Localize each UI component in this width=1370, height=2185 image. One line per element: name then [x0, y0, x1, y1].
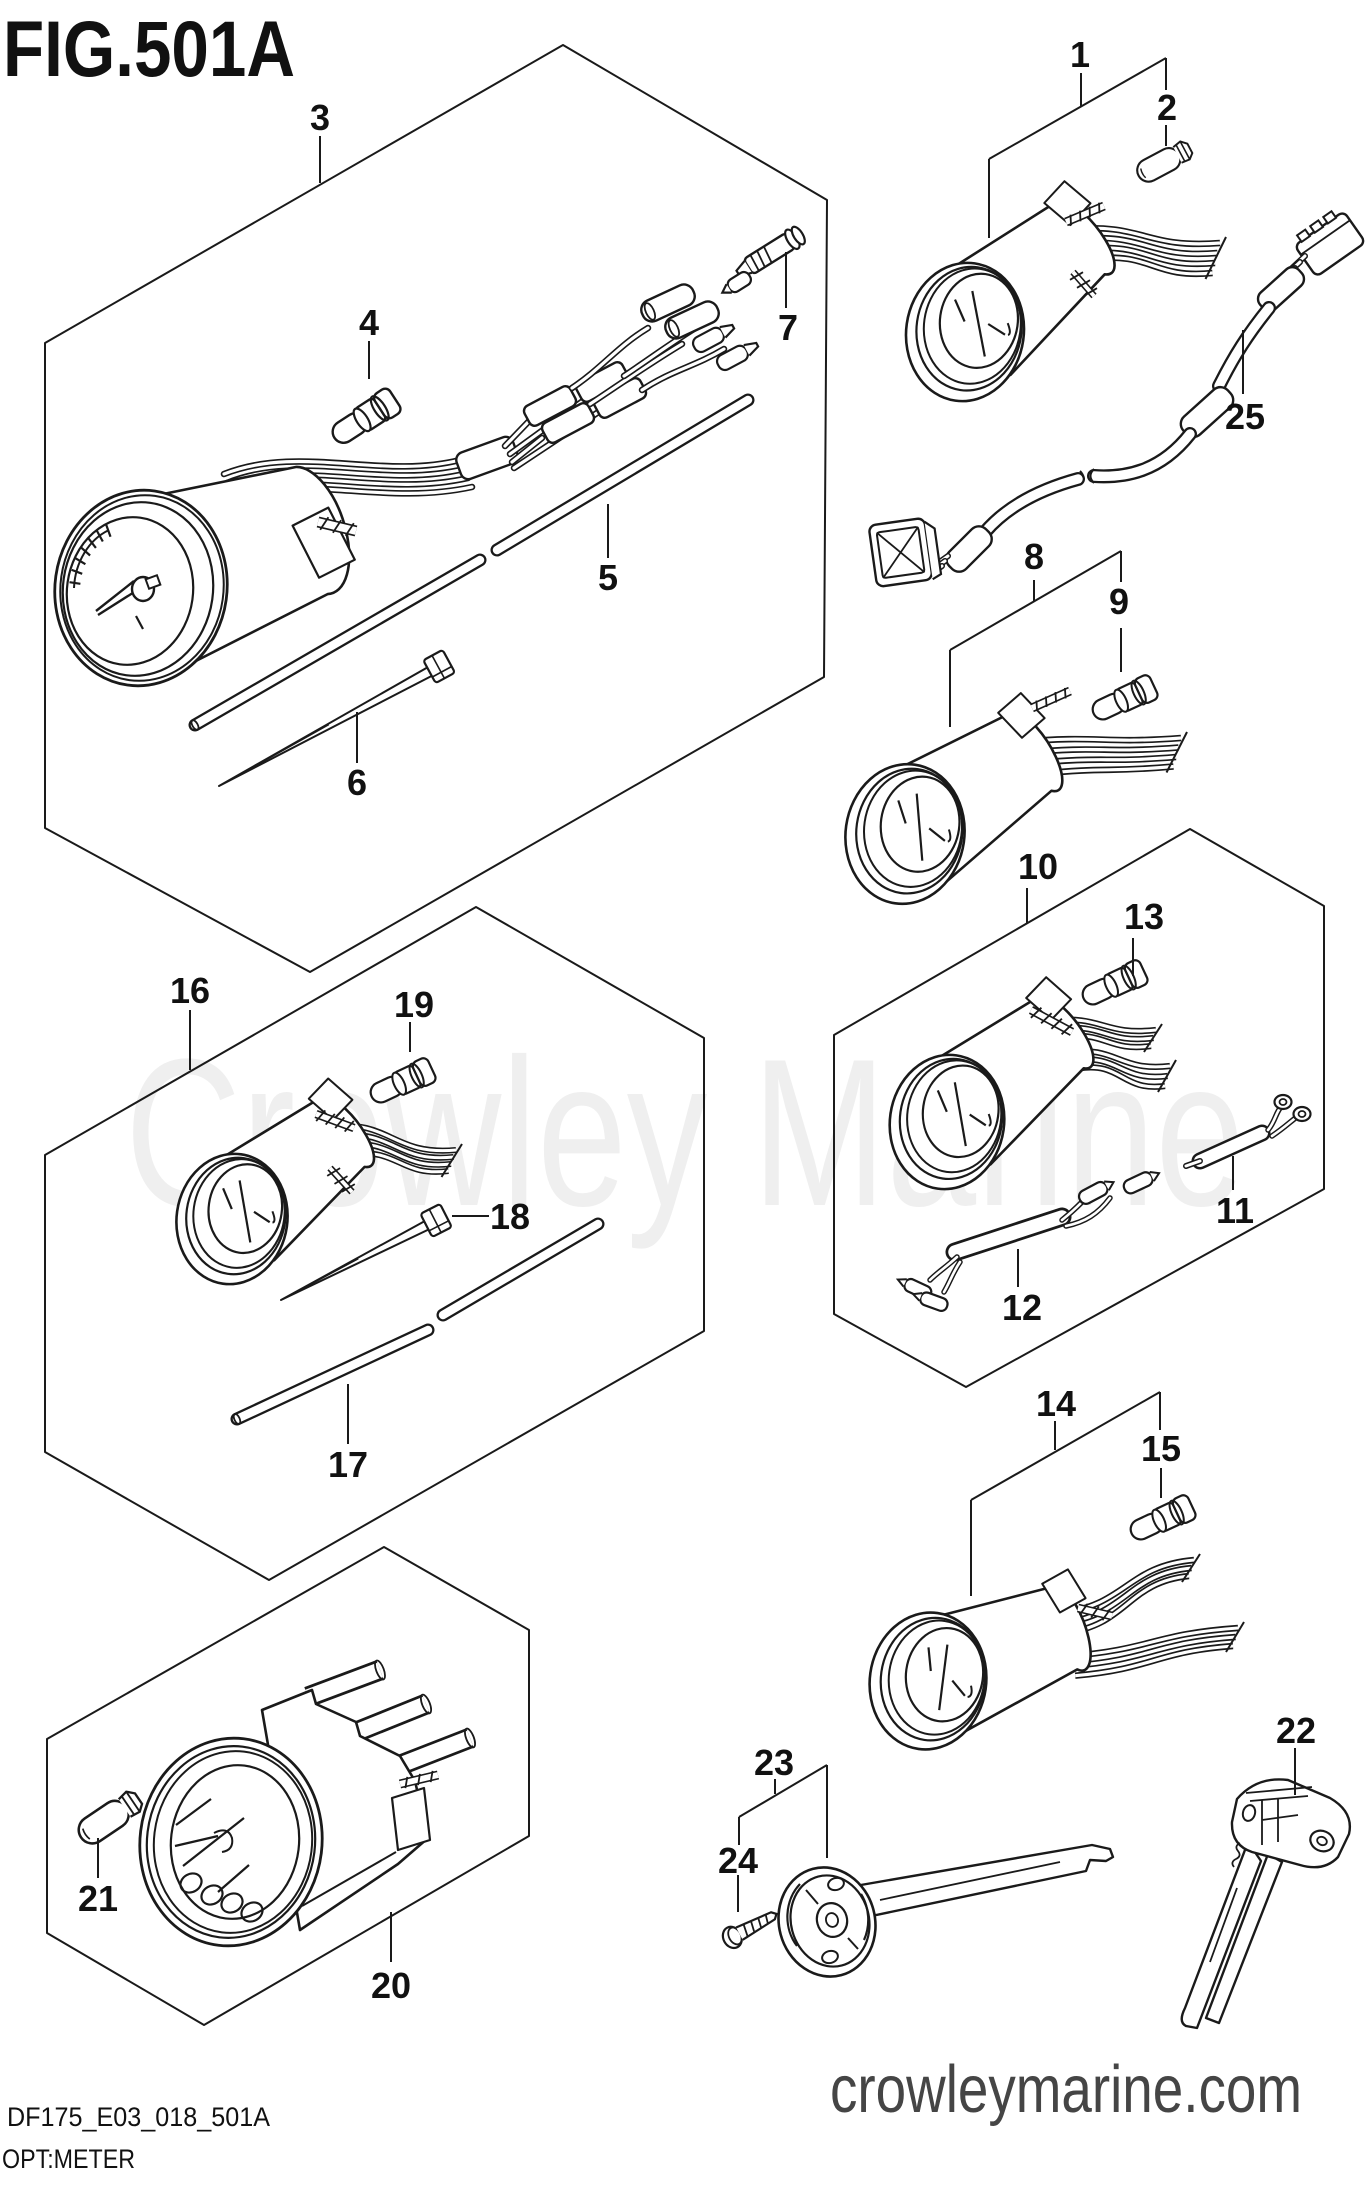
svg-text:11: 11	[1216, 1190, 1254, 1231]
svg-text:19: 19	[394, 984, 434, 1025]
svg-text:24: 24	[718, 1840, 758, 1881]
svg-text:12: 12	[1002, 1287, 1042, 1328]
svg-text:FIG.501A: FIG.501A	[3, 4, 295, 93]
svg-text:1: 1	[1070, 34, 1090, 75]
svg-text:20: 20	[371, 1965, 411, 2006]
svg-text:6: 6	[347, 762, 367, 803]
svg-text:21: 21	[78, 1878, 118, 1919]
svg-text:25: 25	[1225, 396, 1265, 437]
svg-text:8: 8	[1024, 536, 1044, 577]
svg-text:23: 23	[754, 1742, 794, 1783]
svg-text:OPT:METER: OPT:METER	[2, 2144, 135, 2174]
svg-text:crowleymarine.com: crowleymarine.com	[830, 2052, 1302, 2127]
svg-text:2: 2	[1157, 87, 1177, 128]
svg-text:9: 9	[1109, 581, 1129, 622]
svg-text:15: 15	[1141, 1428, 1181, 1469]
svg-text:3: 3	[310, 97, 330, 138]
svg-text:7: 7	[778, 307, 798, 348]
svg-text:18: 18	[490, 1196, 530, 1237]
svg-text:4: 4	[359, 302, 379, 343]
svg-text:5: 5	[598, 557, 618, 598]
svg-text:16: 16	[170, 970, 210, 1011]
svg-text:17: 17	[328, 1444, 368, 1485]
svg-text:22: 22	[1276, 1710, 1316, 1751]
svg-text:10: 10	[1018, 846, 1058, 887]
svg-text:13: 13	[1124, 896, 1164, 937]
svg-text:14: 14	[1036, 1383, 1076, 1424]
svg-text:DF175_E03_018_501A: DF175_E03_018_501A	[7, 2102, 270, 2132]
